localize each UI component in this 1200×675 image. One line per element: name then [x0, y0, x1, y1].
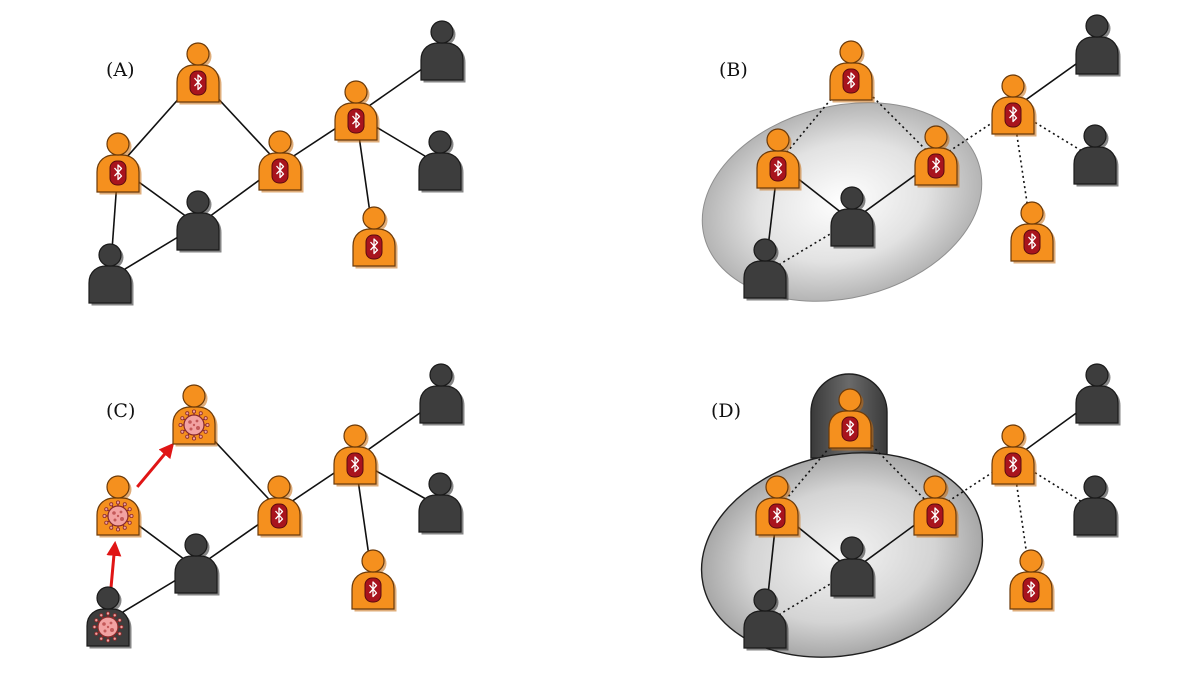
panel-b-label: (B)	[719, 59, 748, 81]
app-user-person	[96, 475, 142, 538]
bluetooth-icon	[1004, 452, 1022, 478]
bluetooth-icon	[109, 160, 127, 186]
app-user-person	[1010, 201, 1056, 264]
app-user-person	[257, 475, 303, 538]
app-user-person	[991, 74, 1037, 137]
non-user-person	[88, 243, 134, 306]
bluetooth-icon	[926, 503, 944, 529]
non-user-person	[86, 586, 132, 649]
app-user-person	[351, 549, 397, 612]
app-user-person	[352, 206, 398, 269]
bluetooth-icon	[1023, 229, 1041, 255]
bluetooth-icon	[842, 68, 860, 94]
infection-arrow	[136, 442, 175, 488]
bluetooth-icon	[768, 503, 786, 529]
bluetooth-icon	[346, 452, 364, 478]
non-user-person	[418, 472, 464, 535]
non-user-person	[174, 533, 220, 596]
non-user-person	[1073, 124, 1119, 187]
app-user-person	[333, 424, 379, 487]
bluetooth-icon	[270, 503, 288, 529]
app-user-person	[756, 128, 802, 191]
app-user-person	[176, 42, 222, 105]
app-user-person	[914, 125, 960, 188]
virus-icon	[102, 500, 134, 532]
bluetooth-icon	[769, 156, 787, 182]
non-user-person	[418, 130, 464, 193]
non-user-person	[743, 238, 789, 301]
contact-link	[850, 74, 937, 161]
app-user-person	[172, 384, 218, 447]
panel-a-label: (A)	[106, 59, 135, 81]
infection-arrow	[106, 540, 122, 592]
non-user-person	[830, 186, 876, 249]
bluetooth-icon	[365, 234, 383, 260]
app-user-person	[991, 424, 1037, 487]
non-user-person	[176, 190, 222, 253]
bluetooth-icon	[347, 108, 365, 134]
nodes-layer	[86, 14, 1121, 651]
bluetooth-icon	[927, 153, 945, 179]
bluetooth-icon	[271, 158, 289, 184]
app-user-person	[334, 80, 380, 143]
app-user-person	[258, 130, 304, 193]
app-user-person	[96, 132, 142, 195]
virus-icon	[178, 409, 210, 441]
app-user-person	[1009, 549, 1055, 612]
app-user-person	[829, 40, 875, 103]
non-user-person	[1075, 363, 1121, 426]
non-user-person	[420, 20, 466, 83]
non-user-person	[1075, 14, 1121, 77]
contact-link	[777, 74, 852, 164]
non-user-person	[1073, 475, 1119, 538]
bluetooth-icon	[1004, 102, 1022, 128]
app-user-person	[755, 475, 801, 538]
non-user-person	[419, 363, 465, 426]
virus-icon	[92, 611, 124, 643]
non-user-person	[830, 536, 876, 599]
bluetooth-icon	[841, 416, 859, 442]
bluetooth-icon	[364, 577, 382, 603]
panel-c-label: (C)	[106, 400, 135, 422]
panel-d-label: (D)	[711, 400, 741, 422]
bluetooth-icon	[1022, 577, 1040, 603]
contact-link	[776, 422, 851, 511]
non-user-person	[743, 588, 789, 651]
bluetooth-icon	[189, 70, 207, 96]
app-user-person	[828, 388, 874, 451]
app-user-person	[913, 475, 959, 538]
